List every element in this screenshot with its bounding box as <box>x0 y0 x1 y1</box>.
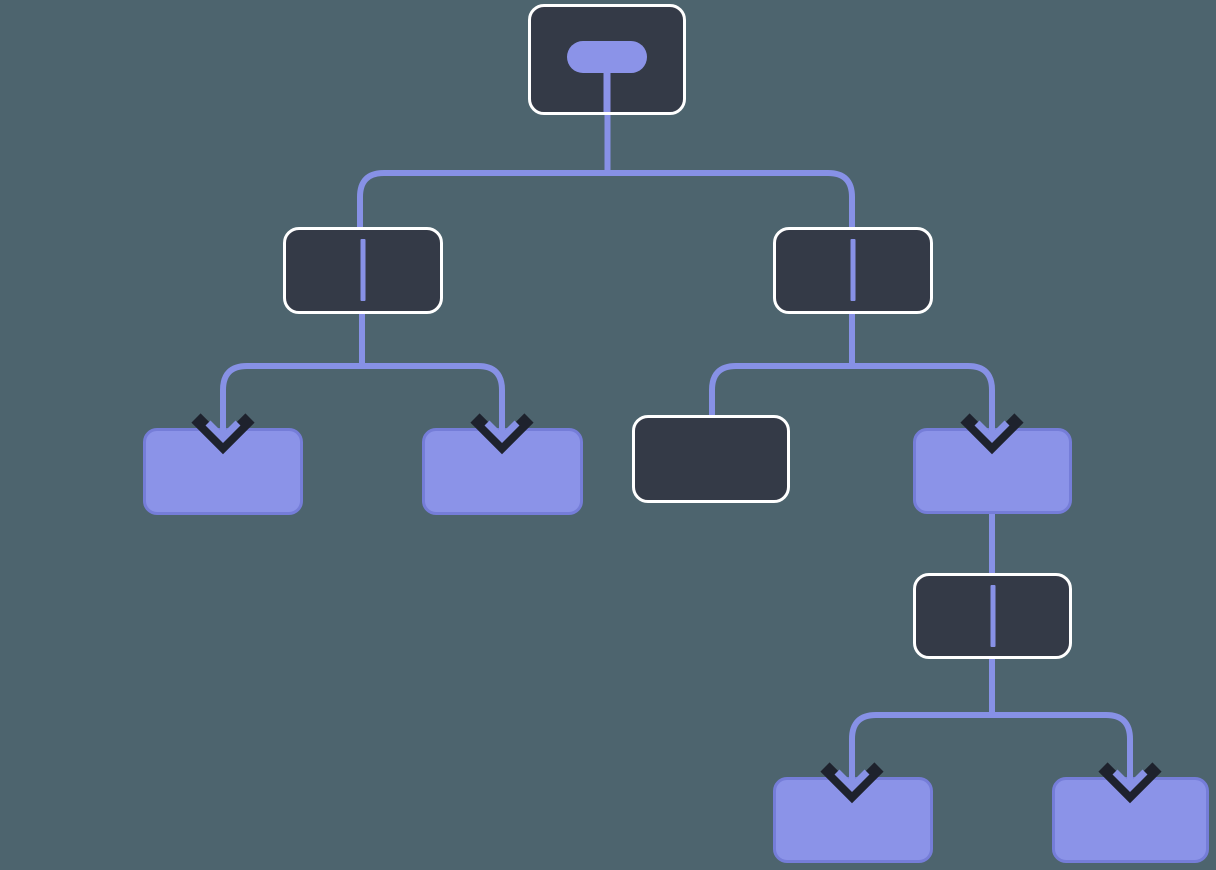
connector-branch-left-split <box>220 363 505 411</box>
node-branch-bottom <box>913 573 1072 659</box>
node-leaf-e <box>1052 777 1209 863</box>
node-leaf-b <box>422 428 583 515</box>
connector-branch-right-split <box>709 363 995 415</box>
node-task-dark <box>632 415 790 503</box>
node-leaf-d <box>773 777 933 863</box>
pill-stem-icon <box>603 69 611 112</box>
pill-icon <box>567 41 647 73</box>
node-leaf-a <box>143 428 303 515</box>
connector-root-to-branches <box>357 170 855 227</box>
node-branch-left <box>283 227 443 314</box>
node-root <box>528 4 686 115</box>
connector-bottom-split <box>849 712 1133 760</box>
vertical-bar-icon <box>850 239 856 301</box>
vertical-bar-icon <box>990 585 995 647</box>
node-branch-right <box>773 227 933 314</box>
vertical-bar-icon <box>360 239 366 301</box>
node-leaf-c <box>913 428 1072 514</box>
